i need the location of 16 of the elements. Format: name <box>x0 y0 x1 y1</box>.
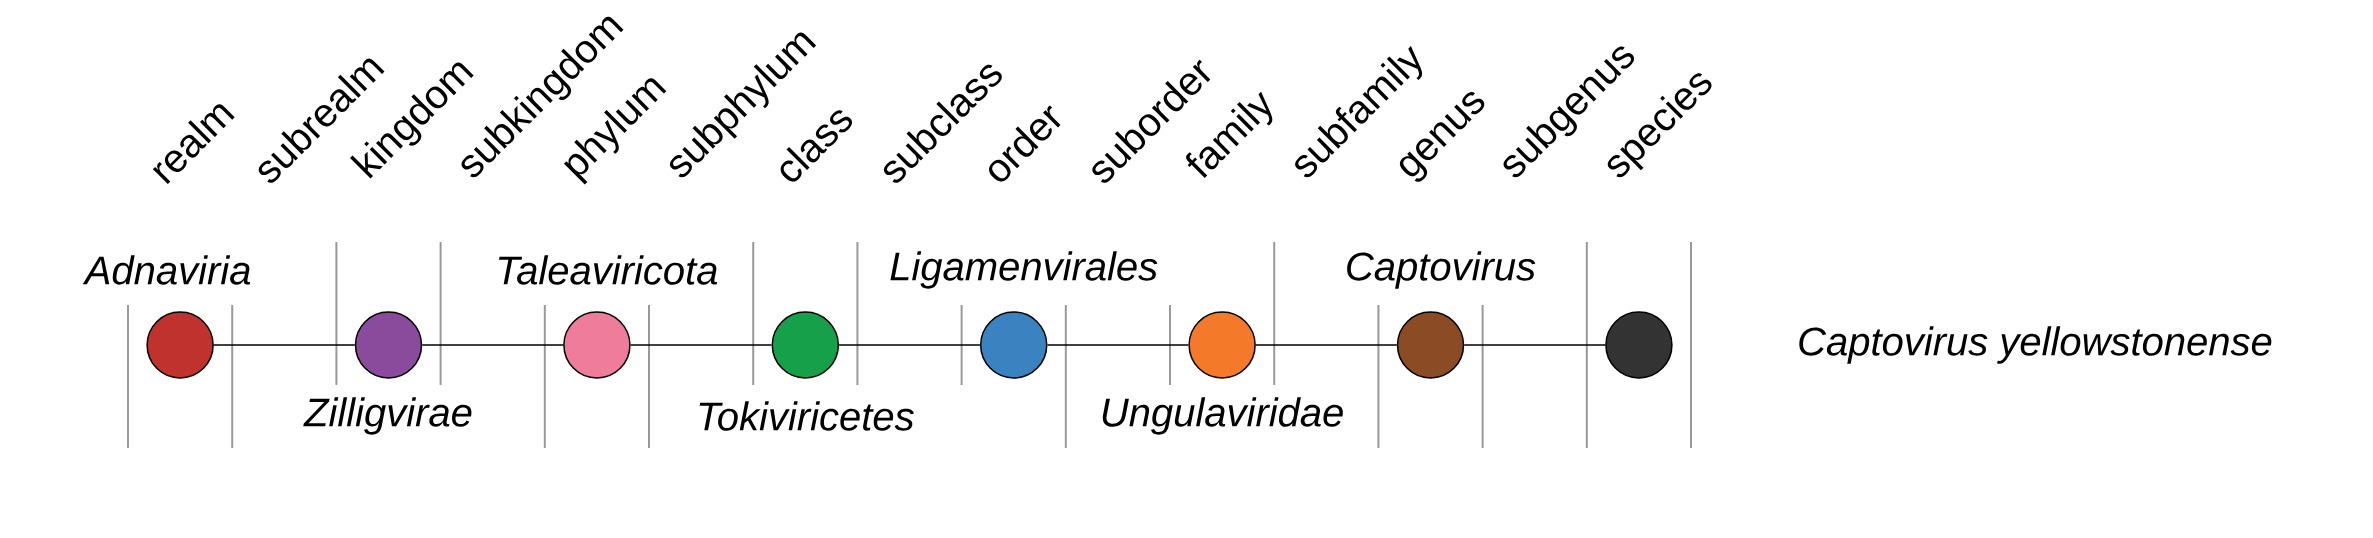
species-name: Captovirus yellowstonense <box>1799 326 2272 364</box>
connecting-line <box>213 344 356 346</box>
taxon-name: Captovirus <box>1347 251 1536 289</box>
taxon-name: Ligamenvirales <box>890 251 1158 289</box>
connecting-line <box>421 344 564 346</box>
connecting-line <box>1046 344 1190 346</box>
connecting-line <box>838 344 981 346</box>
connecting-line <box>629 344 773 346</box>
connecting-line <box>1255 344 1398 346</box>
taxon-name: Tokiviricetes <box>699 401 914 431</box>
taxon-name: Zilligvirae <box>303 397 472 435</box>
taxon-name: Ungulaviridae <box>1102 397 1343 435</box>
connecting-line <box>1463 344 1606 346</box>
taxon-marker <box>1605 311 1673 379</box>
taxon-name: Taleaviricota <box>498 255 718 285</box>
taxon-name: Adnaviria <box>82 255 251 285</box>
